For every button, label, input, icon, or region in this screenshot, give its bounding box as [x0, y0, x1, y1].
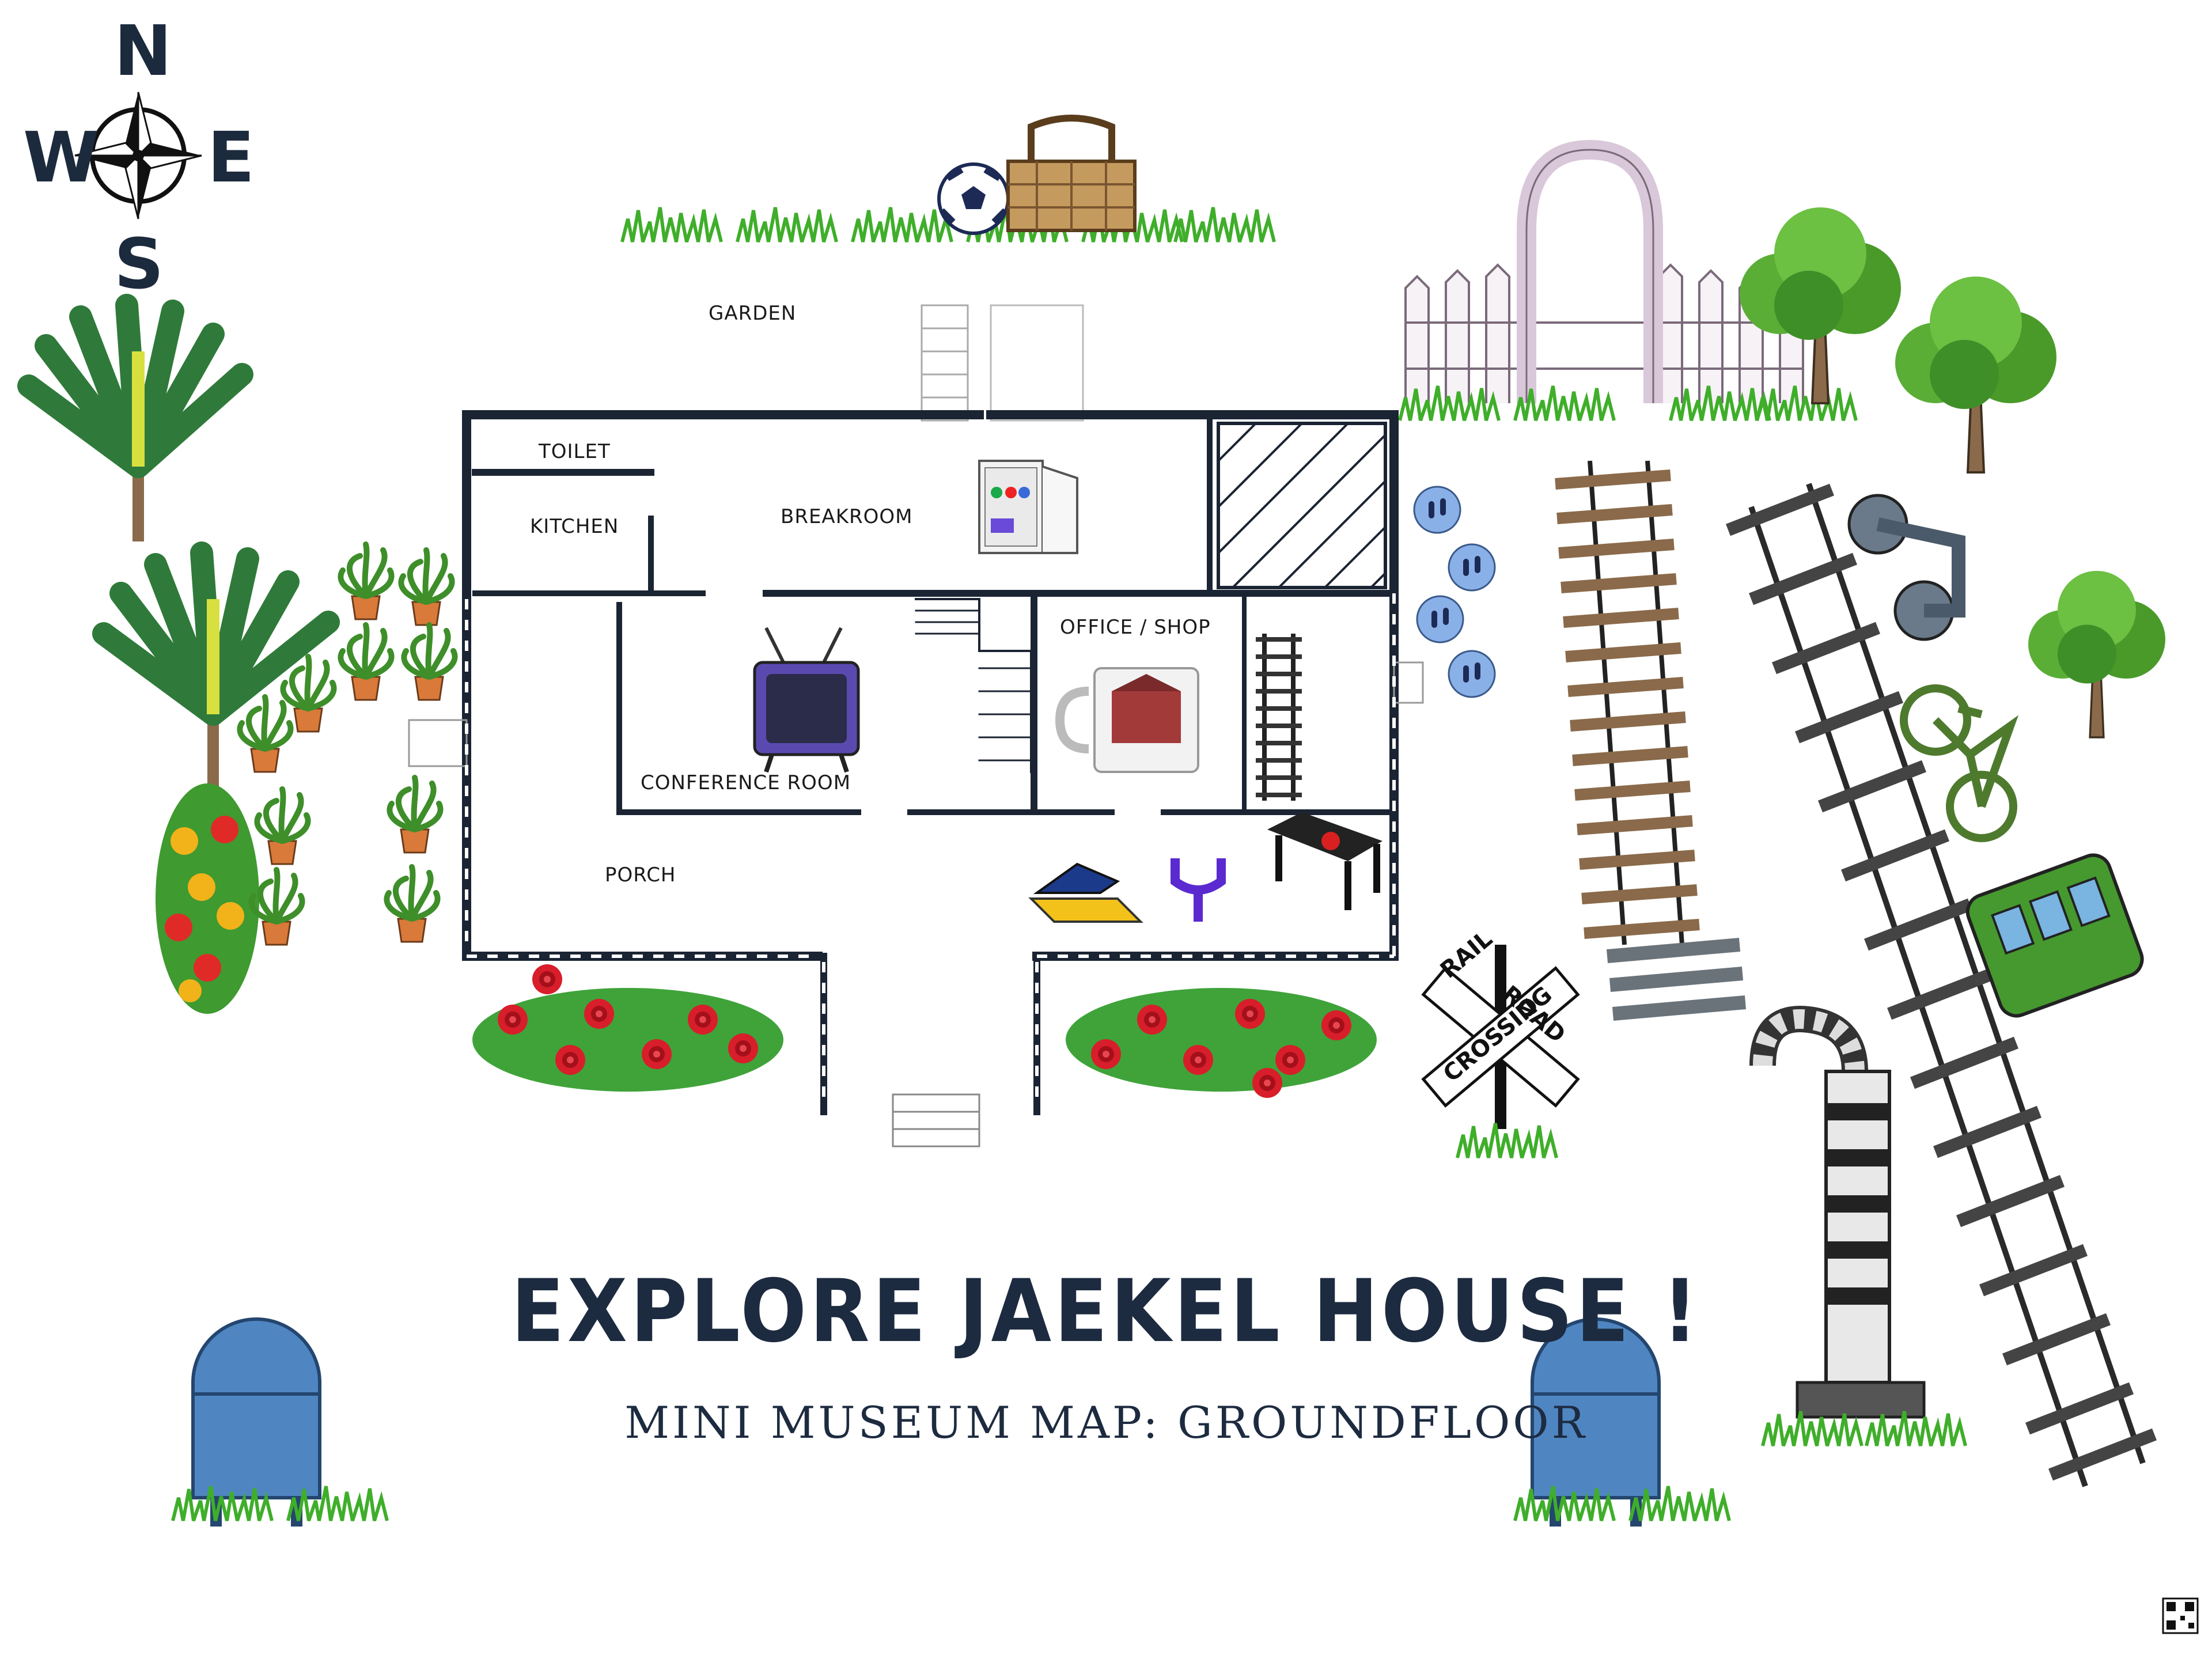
- potted-plant-icon: [257, 789, 308, 864]
- fridge-icon: [978, 460, 1078, 554]
- page-title: EXPLORE JAEKEL HOUSE !: [511, 1262, 1701, 1362]
- potted-plant-icon: [240, 697, 290, 772]
- potted-plant-icon: [389, 778, 440, 853]
- soccer-ball-icon: [937, 162, 1010, 235]
- arch-gate-icon: [1517, 139, 1663, 403]
- rose-bush-icon: [1066, 988, 1377, 1098]
- room-label-kitchen: KITCHEN: [530, 515, 619, 538]
- qr-code-icon: [2162, 1597, 2199, 1634]
- railroad-track-icon: [1256, 634, 1302, 801]
- palm-tree-icon: [17, 294, 253, 541]
- potted-plant-icon: [401, 550, 452, 625]
- palm-tree-icon: [92, 541, 340, 789]
- rose-bush-icon: [472, 964, 783, 1092]
- potted-plant-icon: [283, 657, 334, 732]
- picnic-basket-icon: [1006, 115, 1137, 232]
- railroad-track-icon: [1726, 483, 2157, 1487]
- tree-icon: [2027, 570, 2166, 738]
- potted-plant-icon: [340, 625, 391, 700]
- room-label-porch: PORCH: [605, 863, 676, 887]
- room-label-breakroom: BREAKROOM: [781, 505, 912, 528]
- room-label-toilet: TOILET: [538, 440, 611, 463]
- railroad-crossing-sign-icon: [1421, 945, 1580, 1129]
- potted-plant-icon: [404, 625, 454, 700]
- sign-rail-text: RAIL: [1435, 926, 1498, 984]
- handcar-icon: [1847, 494, 1965, 641]
- potted-plant-icon: [340, 544, 391, 619]
- coupler-icon: [1171, 858, 1226, 922]
- compass-east-label: E: [207, 118, 255, 198]
- compass-rose-icon: [74, 92, 202, 219]
- train-car-icon: [1965, 853, 2144, 1018]
- porch-wall-dashes: [465, 593, 1396, 1106]
- water-crane-icon: [1749, 1006, 1926, 1419]
- compass-south-label: S: [114, 225, 164, 305]
- sign-grass: [1457, 1123, 1556, 1158]
- room-label-garden: GARDEN: [709, 302, 796, 325]
- tv-icon: [753, 627, 860, 773]
- page-subtitle: MINI MUSEUM MAP: GROUNDFLOOR: [624, 1397, 1588, 1448]
- room-label-office-shop: OFFICE / SHOP: [1060, 616, 1211, 639]
- bicycle-icon: [1900, 684, 2019, 842]
- footprints-icon: [1413, 486, 1496, 698]
- bench-icon: [1267, 812, 1382, 910]
- room-label-conference-room: CONFERENCE ROOM: [641, 771, 851, 794]
- mug-icon: [1055, 667, 1199, 773]
- compass-west-label: W: [23, 118, 99, 198]
- flower-bush-icon: [156, 783, 259, 1014]
- book-icon: [1028, 862, 1143, 923]
- compass-north-label: N: [114, 12, 172, 92]
- tree-icon: [1894, 275, 2058, 474]
- railroad-track-icon: [1555, 460, 1747, 1021]
- fence-icon: [1404, 263, 1804, 403]
- potted-plant-icon: [387, 867, 437, 942]
